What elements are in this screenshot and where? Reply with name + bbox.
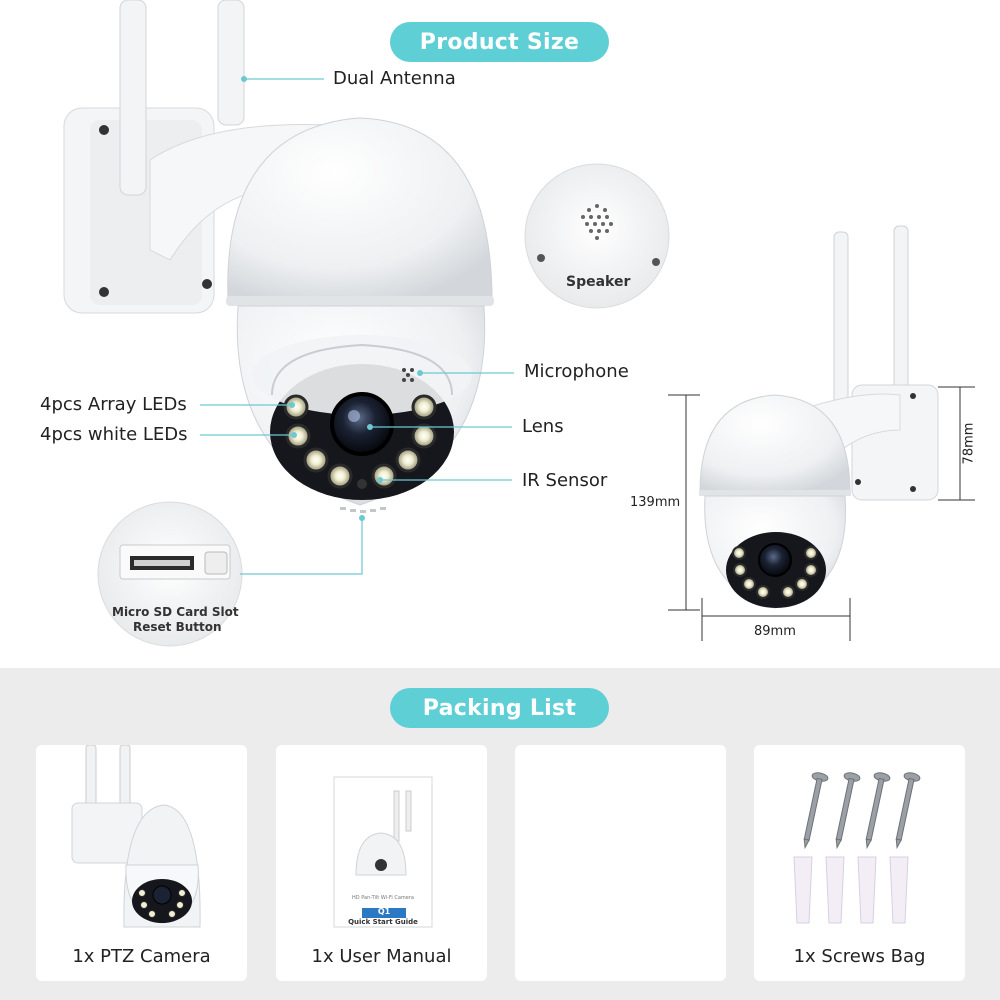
packing-item-label: 1x Screws Bag	[793, 946, 926, 967]
speaker-detail	[524, 163, 670, 309]
product-illustration	[63, 0, 975, 647]
packing-item-label: 1x User Manual	[311, 946, 452, 967]
reset-button-label: Reset Button	[133, 620, 222, 634]
speaker-label: Speaker	[566, 274, 631, 290]
white-leds-label: 4pcs white LEDs	[40, 424, 188, 445]
height-dimension: 139mm	[630, 495, 681, 510]
microphone-label: Microphone	[524, 361, 629, 382]
camera-thumbnail	[71, 745, 201, 928]
manual-model: Q1	[377, 907, 391, 916]
dual-antenna-label: Dual Antenna	[333, 68, 456, 89]
packing-item-screws: 1x Screws Bag	[754, 745, 965, 981]
dimension-lines	[668, 386, 975, 641]
packing-item-empty	[515, 745, 726, 981]
packing-item-manual: HD Pan-Tilt Wi-Fi Camera Q1 Quick Start …	[276, 745, 487, 981]
side-camera	[699, 225, 939, 609]
sd-slot-label: Micro SD Card Slot	[112, 605, 239, 619]
screws-thumbnail	[793, 772, 921, 924]
manual-thumbnail	[333, 776, 433, 928]
width-dimension: 89mm	[754, 624, 796, 639]
callout-lines	[200, 76, 514, 575]
lens-label: Lens	[522, 416, 564, 437]
ir-sensor-label: IR Sensor	[522, 470, 608, 491]
manual-subtitle: HD Pan-Tilt Wi-Fi Camera	[352, 895, 414, 901]
product-size-title: Product Size	[390, 22, 609, 62]
packing-item-label: 1x PTZ Camera	[72, 946, 211, 967]
sd-card-detail	[97, 501, 243, 647]
main-camera	[63, 0, 494, 513]
packing-item-camera: 1x PTZ Camera	[36, 745, 247, 981]
array-leds-label: 4pcs Array LEDs	[40, 394, 187, 415]
manual-title: Quick Start Guide	[348, 918, 418, 926]
packing-list-title: Packing List	[390, 688, 609, 728]
depth-dimension: 78mm	[961, 422, 977, 465]
